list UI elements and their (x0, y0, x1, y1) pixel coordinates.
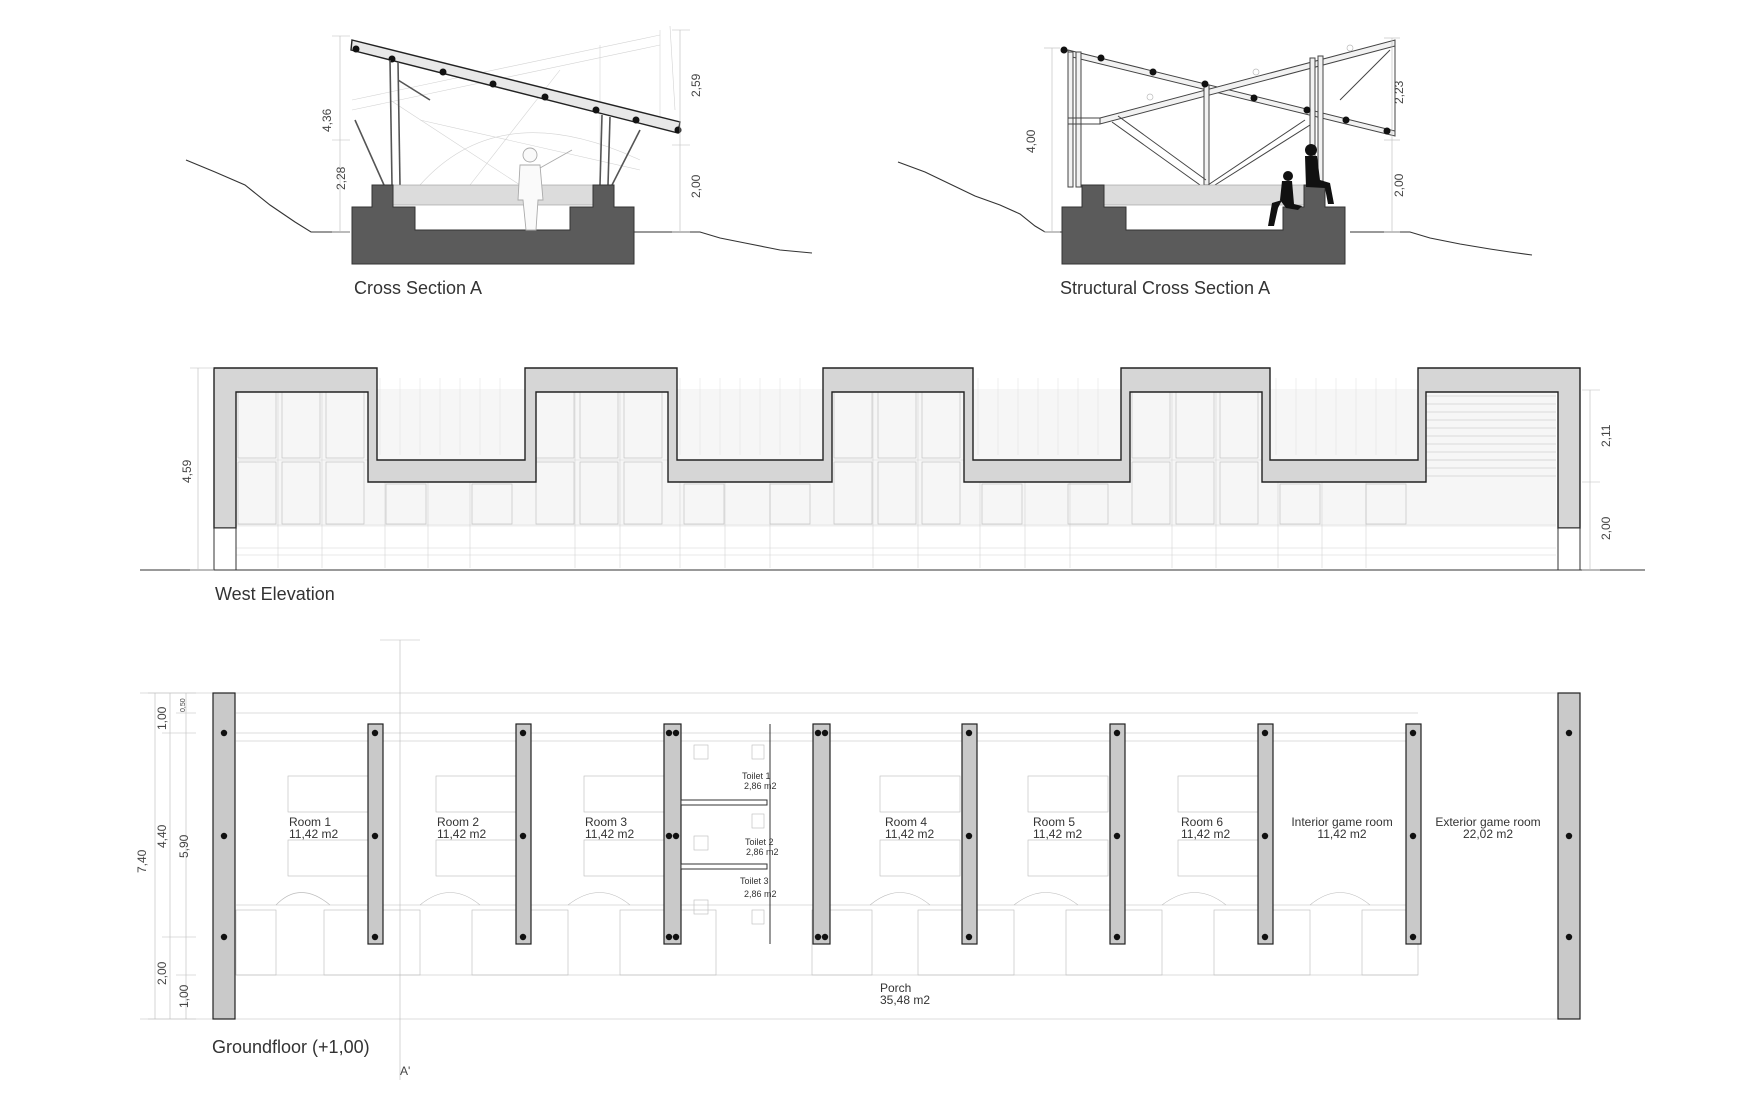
purlin-dot (1303, 106, 1311, 114)
room-label: Room 1 (289, 815, 331, 829)
toilet-label: Toilet 1 (742, 771, 771, 781)
timber-frame (1067, 39, 1396, 188)
partition-wall (812, 723, 831, 945)
room-area: 11,42 m2 (1317, 827, 1366, 841)
dim-right-upper: 2,59 (689, 73, 703, 97)
cross-section-a: 4,36 2,28 2,59 2,00 Cross Section A (185, 25, 813, 298)
end-wall-left (212, 692, 236, 1020)
dim-mid-a: 4,40 (155, 824, 169, 848)
toilet-partitions (680, 724, 771, 944)
dim-bottom-b: 1,00 (177, 984, 191, 1008)
room-area: 11,42 m2 (885, 827, 934, 841)
cross-section-title: Cross Section A (354, 278, 482, 298)
room-area: 11,42 m2 (289, 827, 338, 841)
elevation-roof-profile (213, 367, 1581, 529)
toilet-area: 2,86 m2 (746, 847, 779, 857)
room-area: 11,42 m2 (585, 827, 634, 841)
dim-overall: 7,40 (135, 849, 149, 873)
purlin-dot (1060, 46, 1068, 54)
purlin-dot (674, 126, 682, 134)
elevation-glazing (234, 378, 1556, 568)
purlin-dot (1201, 80, 1209, 88)
toilet-label: Toilet 2 (745, 837, 774, 847)
purlin-dot (1097, 54, 1105, 62)
dim-bottom-a: 2,00 (155, 961, 169, 985)
seated-persons (1268, 144, 1334, 226)
room-label: Room 6 (1181, 815, 1223, 829)
plan-outline (140, 639, 1580, 1080)
dim-right-upper: 2,23 (1392, 80, 1406, 104)
column-dots (220, 729, 1573, 941)
purlin-dot (1383, 127, 1391, 135)
purlin-dot (1342, 116, 1350, 124)
dim-lower: 2,00 (1599, 516, 1613, 540)
groundfloor-plan: Room 1 11,42 m2 Room 2 11,42 m2 Room 3 1… (135, 639, 1581, 1080)
room-label: Room 2 (437, 815, 479, 829)
purlin-dot (439, 68, 447, 76)
porch-label: Porch (880, 981, 911, 995)
plan-dims (148, 692, 196, 1020)
room-area: 11,42 m2 (1181, 827, 1230, 841)
purlin-dot (592, 106, 600, 114)
elevation-dims (190, 367, 1600, 571)
room-label: Interior game room (1291, 815, 1392, 829)
concrete-foundation (1061, 184, 1346, 265)
ghost-nodes (1146, 44, 1354, 101)
purlin-dot (632, 116, 640, 124)
terrain-line-left (897, 161, 1065, 233)
roof-beam (350, 39, 681, 134)
purlin-dot (1149, 68, 1157, 76)
dim-total-height: 4,00 (1024, 129, 1038, 153)
room-area: 11,42 m2 (1033, 827, 1082, 841)
purlin-dot (1250, 94, 1258, 102)
pool-water (1103, 184, 1305, 206)
dim-total-height: 4,36 (320, 108, 334, 132)
end-wall-right (1557, 692, 1581, 1020)
partition-wall (663, 723, 682, 945)
purlin-dot (541, 93, 549, 101)
groundfloor-title: Groundfloor (+1,00) (212, 1037, 370, 1057)
room-label: Room 4 (885, 815, 927, 829)
toilet-fixtures (693, 744, 765, 925)
terrain-line-right (1350, 231, 1533, 256)
porch-area: 35,48 m2 (880, 993, 930, 1007)
concrete-foundation (351, 184, 635, 265)
dim-lower-height: 2,28 (334, 166, 348, 190)
toilet-area: 2,86 m2 (744, 889, 777, 899)
structural-cross-section-a: 4,00 2,23 2,00 Structural Cross Section … (897, 37, 1533, 298)
room-area: 11,42 m2 (437, 827, 486, 841)
west-elevation: 4,59 2,11 2,00 West Elevation (140, 367, 1645, 604)
pool-water (392, 184, 594, 206)
purlin-dot (352, 45, 360, 53)
section-marker: A' (400, 1064, 410, 1078)
toilet-label: Toilet 3 (740, 876, 769, 886)
toilet-area: 2,86 m2 (744, 781, 777, 791)
dim-top-a: 1,00 (155, 706, 169, 730)
room-area: 22,02 m2 (1463, 827, 1513, 841)
room-label: Room 3 (585, 815, 627, 829)
dim-upper: 2,11 (1599, 424, 1613, 447)
dim-mid-b: 5,90 (177, 834, 191, 858)
structural-section-dims (1044, 37, 1400, 233)
room-label: Room 5 (1033, 815, 1075, 829)
room-label: Exterior game room (1435, 815, 1540, 829)
ghost-structure (351, 25, 676, 186)
cross-section-dims (332, 29, 690, 233)
west-elevation-title: West Elevation (215, 584, 335, 604)
dim-right-lower: 2,00 (1392, 173, 1406, 197)
purlin-dot (489, 80, 497, 88)
terrain-line-left (185, 159, 350, 233)
dim-top-b: 0,50 (180, 698, 187, 712)
terrain-line-right (630, 231, 813, 254)
dim-right-lower: 2,00 (689, 174, 703, 198)
dim-total-height: 4,59 (180, 459, 194, 483)
structural-section-title: Structural Cross Section A (1060, 278, 1270, 298)
roof-supports (354, 59, 641, 186)
person-silhouette (517, 147, 573, 231)
